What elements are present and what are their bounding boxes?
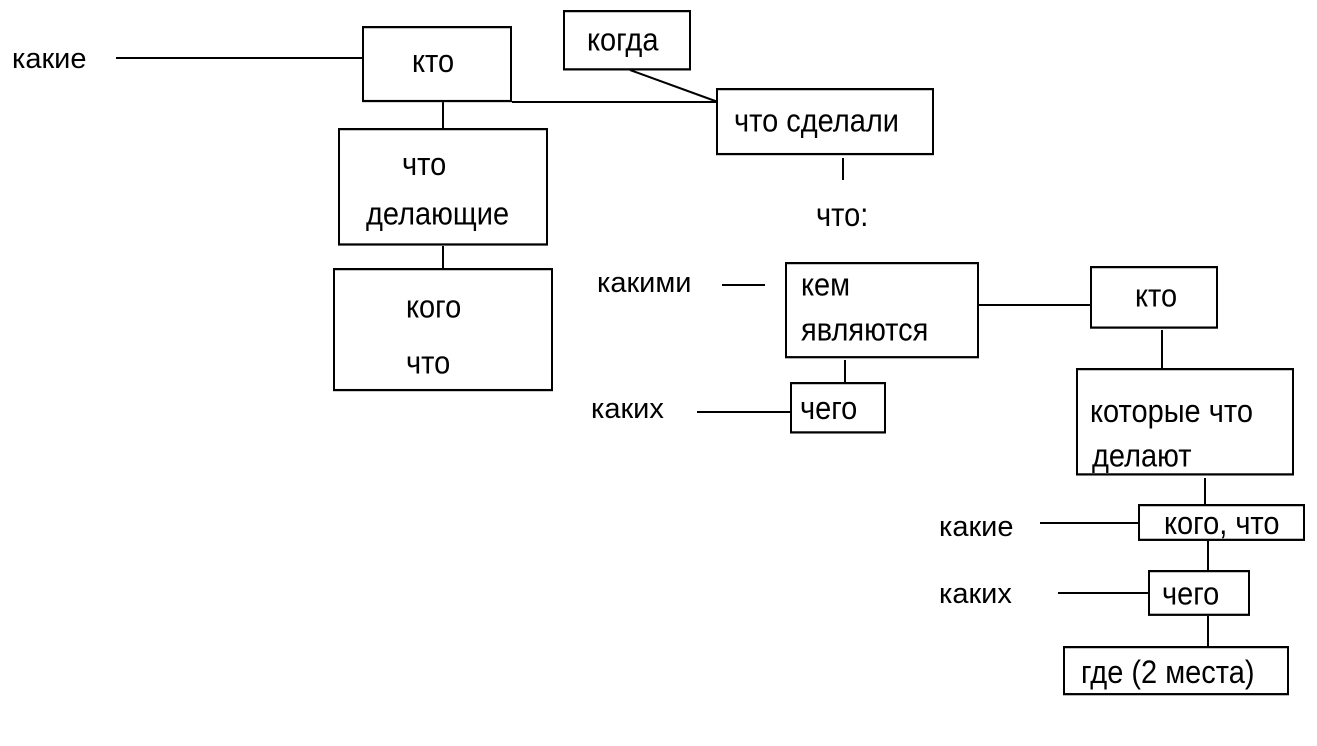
label-kakie-right: какие xyxy=(939,511,1014,543)
node-kogda-text: когда xyxy=(587,22,659,59)
node-kto-right: кто xyxy=(1090,266,1218,329)
node-kogda: когда xyxy=(563,10,691,71)
label-chto-colon: что: xyxy=(816,197,869,234)
node-kto-main: кто xyxy=(362,26,512,103)
node-chto-sdelali: что сделали xyxy=(716,88,934,156)
node-kogo-chto-text-2: что xyxy=(406,345,451,382)
node-kotorye-text-1: которые что xyxy=(1090,393,1253,430)
node-kem-text-2: являются xyxy=(801,312,929,349)
node-chto-sdelali-text: что сделали xyxy=(734,103,900,140)
node-gde-text: где (2 места) xyxy=(1081,654,1255,691)
node-kotorye-text-2: делают xyxy=(1092,438,1192,475)
node-chego-1: чего xyxy=(790,382,886,434)
node-kem-text-1: кем xyxy=(801,267,851,304)
label-kakie-left: какие xyxy=(12,43,87,75)
node-kto-main-text: кто xyxy=(412,43,455,80)
node-chto-delayushchie-text-1: что xyxy=(402,147,447,183)
node-kem-yavlyayutsya: кем являются xyxy=(785,262,979,359)
label-kakimi: какими xyxy=(597,267,692,299)
node-chto-delayushchie: что делающие xyxy=(338,128,548,246)
node-kogo-chto-right: кого, что xyxy=(1138,504,1305,542)
label-kakih-2: каких xyxy=(939,578,1012,610)
node-chego-2-text: чего xyxy=(1162,576,1220,613)
node-kotorye-chto-delayut: которые что делают xyxy=(1076,368,1294,476)
line-kogda-chto-sdelali xyxy=(629,69,719,103)
node-kogo-chto-text-1: кого xyxy=(406,289,462,326)
label-kakih-1: каких xyxy=(591,393,664,425)
node-chto-delayushchie-text-2: делающие xyxy=(366,196,510,233)
node-kogo-chto: кого что xyxy=(333,268,553,392)
node-chego-2: чего xyxy=(1148,570,1250,616)
node-chego-1-text: чего xyxy=(800,390,858,427)
node-kto-right-text: кто xyxy=(1135,278,1178,315)
node-gde: где (2 места) xyxy=(1063,646,1289,696)
node-kogo-chto-right-text: кого, что xyxy=(1164,506,1280,543)
